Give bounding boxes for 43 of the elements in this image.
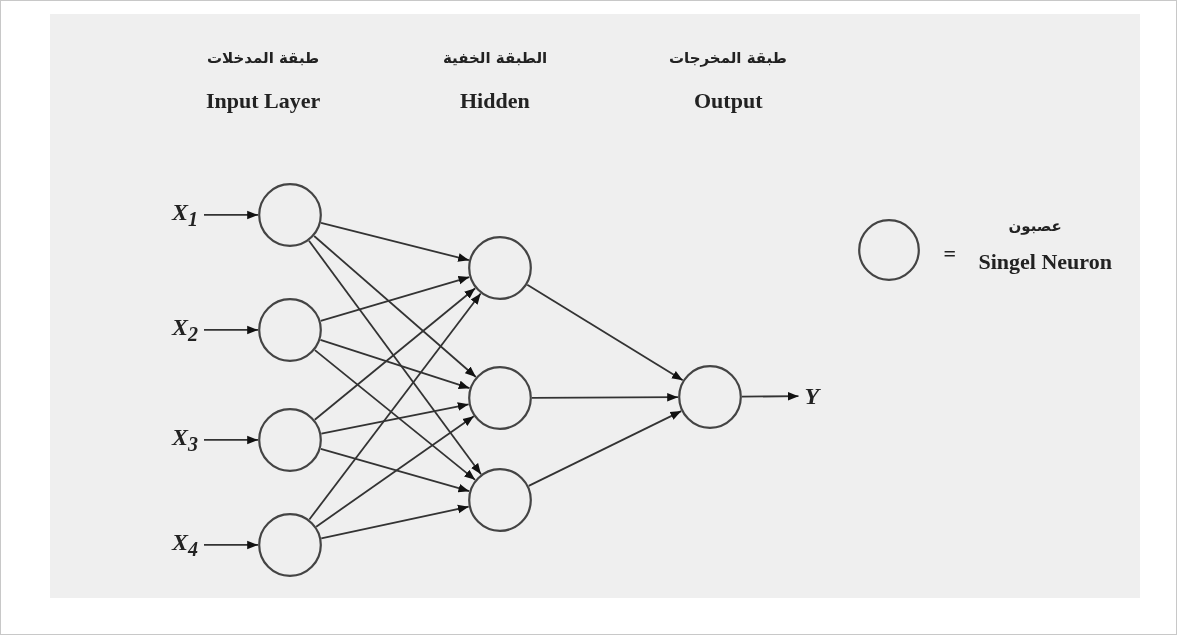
neuron-circle	[258, 513, 322, 577]
neuron-circle	[678, 365, 742, 429]
arrow	[527, 410, 683, 487]
input-variable: X$_{1}$	[172, 199, 198, 231]
arrow	[319, 447, 471, 493]
arrow	[526, 283, 684, 382]
arrow	[313, 349, 477, 481]
layer-label: Hidden	[460, 88, 530, 114]
neuron-circle	[468, 236, 532, 300]
arrow	[319, 276, 471, 322]
arrow	[320, 221, 470, 262]
arrow	[203, 435, 259, 445]
arrow	[308, 292, 482, 521]
arrow	[315, 415, 475, 528]
neuron-circle	[258, 183, 322, 247]
arrow	[203, 540, 259, 550]
arrow	[203, 325, 259, 335]
arrow	[320, 402, 470, 435]
arabic-label: الطبقة الخفية	[443, 49, 548, 67]
input-variable: X$_{2}$	[172, 314, 198, 346]
neuron-circle	[258, 408, 322, 472]
output-variable: Y	[804, 382, 820, 410]
arrow	[203, 210, 259, 220]
equals-sign: =	[943, 241, 957, 267]
arrow	[320, 504, 470, 540]
neuron-label: Singel Neuron	[978, 249, 1112, 275]
arrow	[741, 391, 800, 401]
input-variable: X$_{4}$	[172, 529, 198, 561]
layer-label: Output	[694, 88, 763, 114]
sample-neuron-circle	[858, 219, 920, 281]
neuron-circle	[258, 298, 322, 362]
layer-label: Input Layer	[206, 88, 321, 114]
input-variable: X$_{3}$	[172, 424, 198, 456]
arrow	[313, 287, 477, 421]
arabic-label: طبقة المدخلات	[207, 49, 320, 67]
arrow	[531, 392, 679, 402]
arabic-label: عصبون	[1008, 217, 1062, 235]
arabic-label: طبقة المخرجات	[669, 49, 787, 67]
neuron-circle	[468, 366, 532, 430]
neuron-circle	[468, 468, 532, 532]
arrow	[319, 338, 471, 390]
arrow	[313, 235, 477, 378]
arrow	[308, 239, 482, 476]
